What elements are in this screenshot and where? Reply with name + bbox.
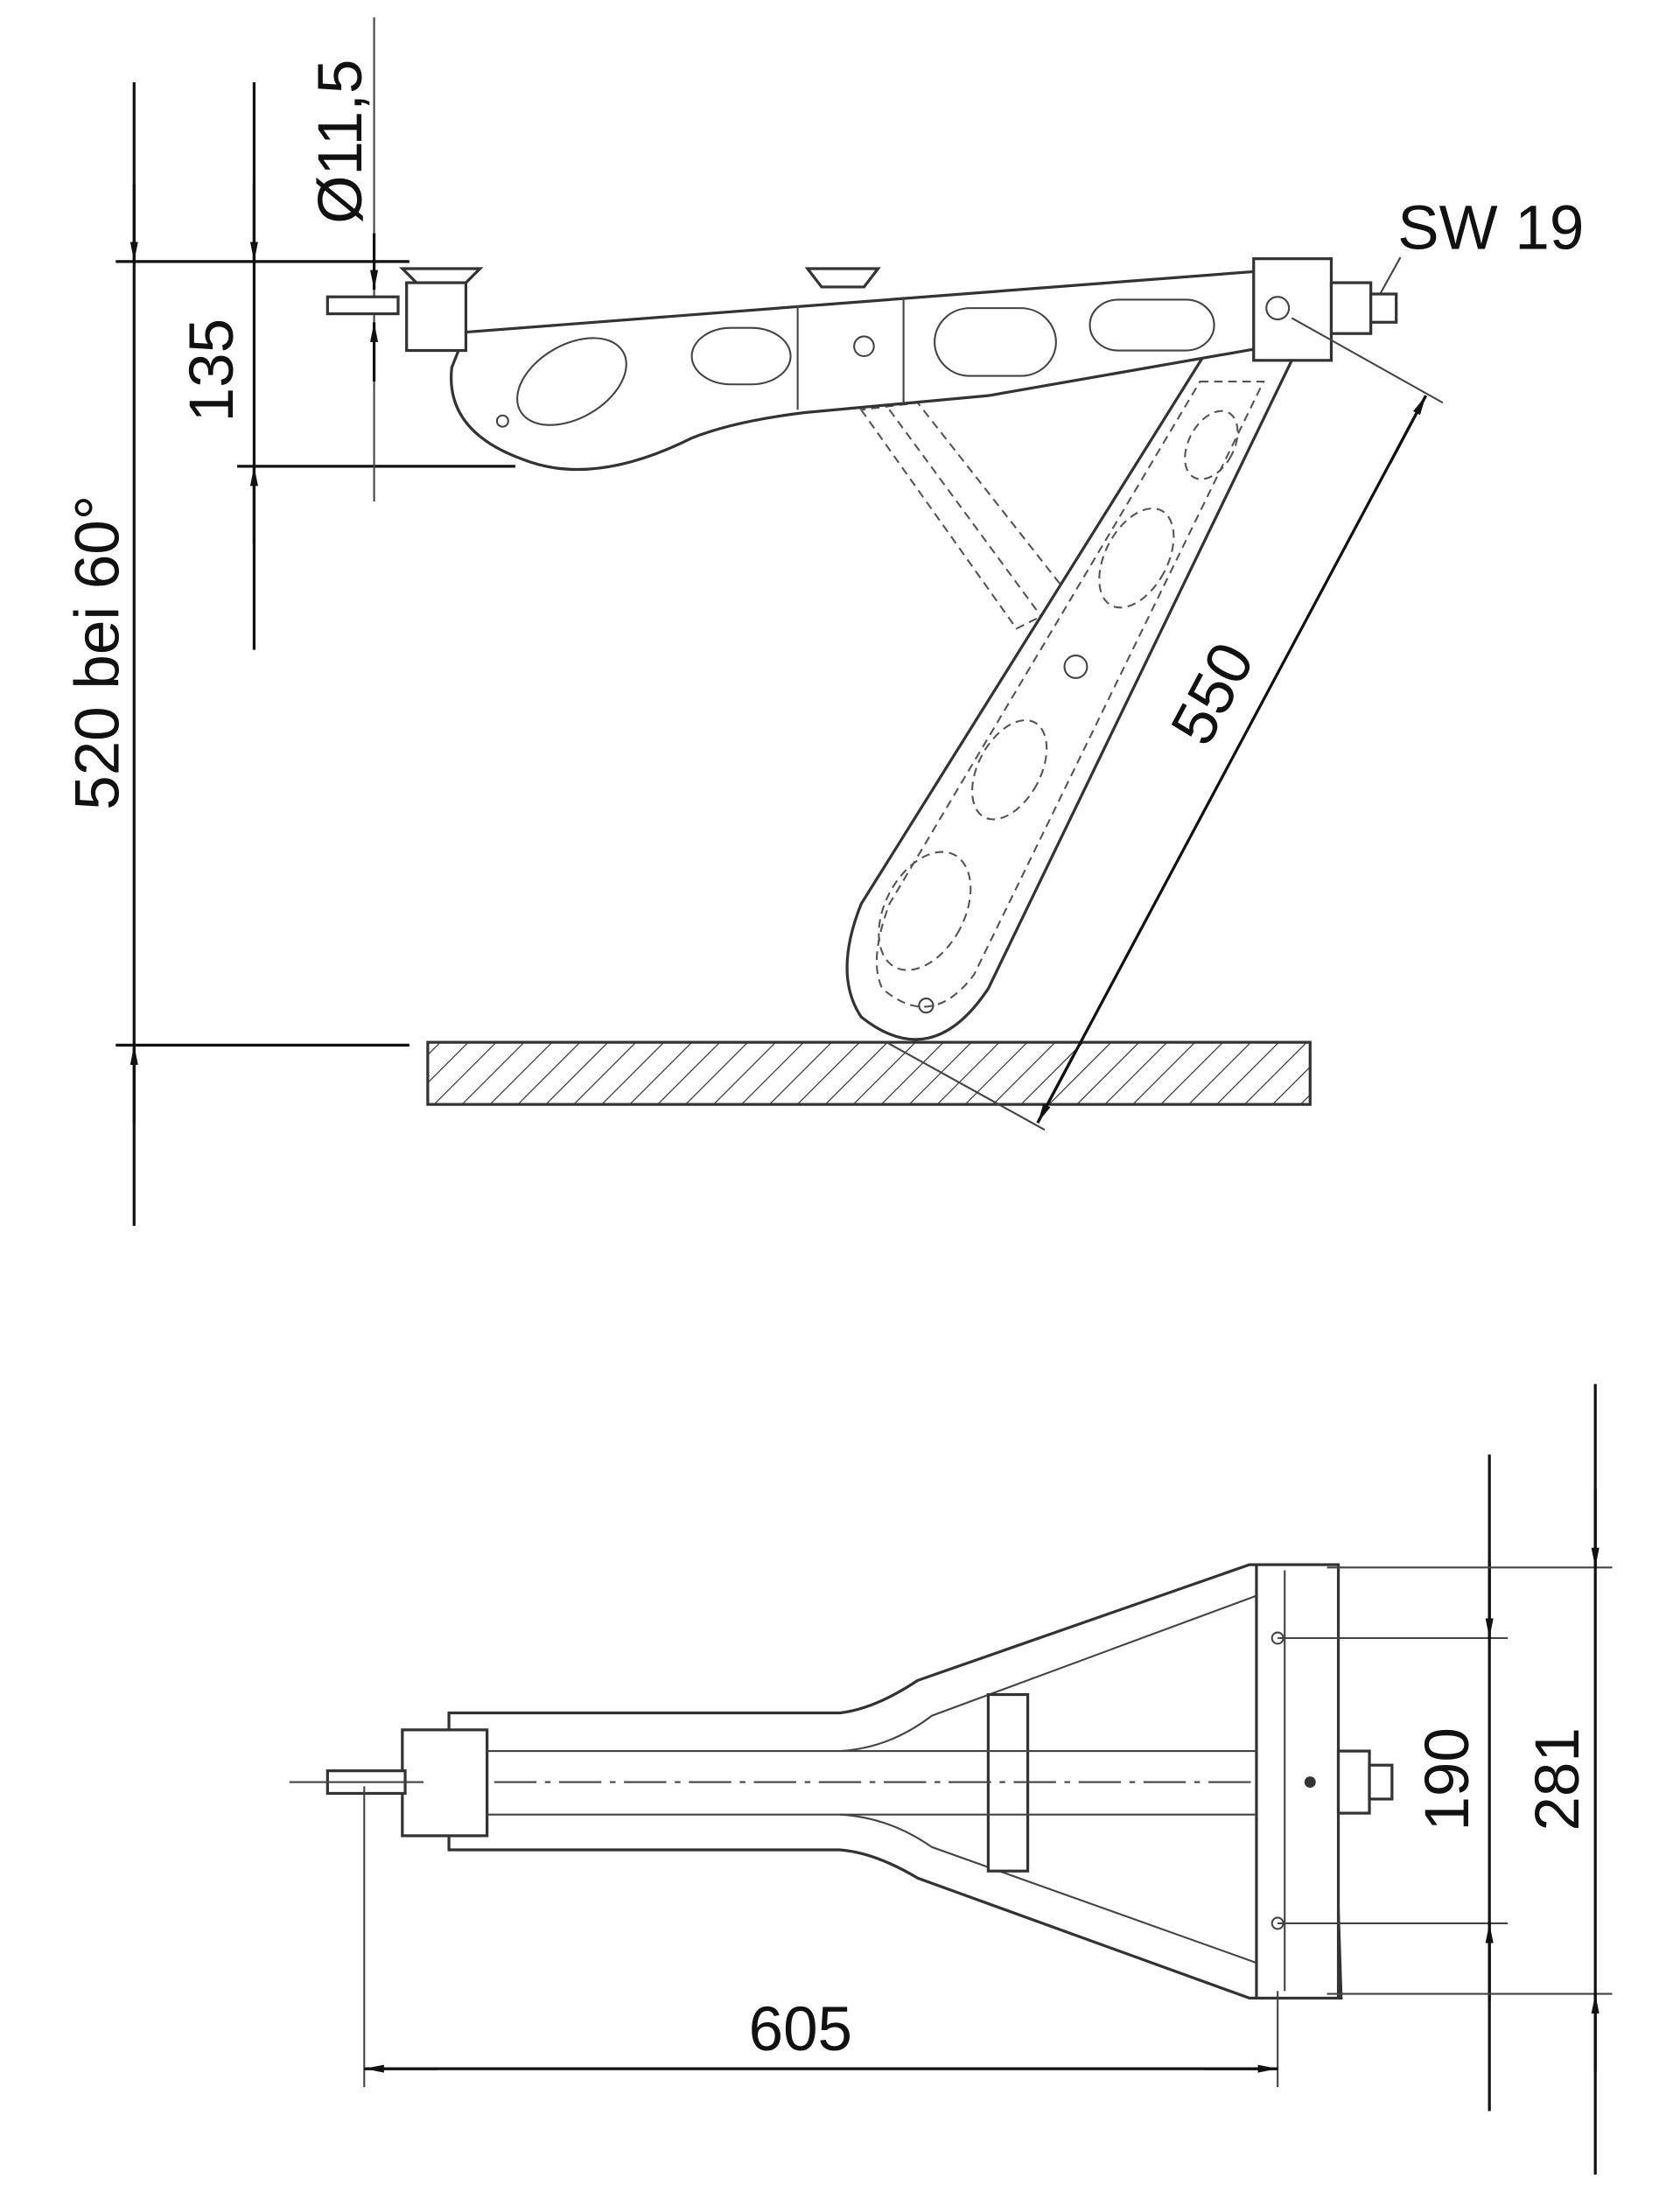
width-label: 281 bbox=[1523, 1727, 1592, 1831]
hole-spacing-label: 190 bbox=[1413, 1727, 1482, 1831]
offset-label: 135 bbox=[178, 319, 247, 422]
jack-arm bbox=[326, 257, 1398, 472]
support-strut bbox=[859, 402, 1074, 630]
top-view: 605 190 281 bbox=[289, 1383, 1613, 2175]
jack-frame-top bbox=[289, 1563, 1394, 2000]
length-label: 605 bbox=[749, 1995, 852, 2064]
dimension-width: 281 bbox=[1326, 1383, 1613, 2175]
dimension-hole-diameter: Ø11,5 bbox=[306, 17, 379, 502]
arm-length-label: 550 bbox=[1158, 632, 1267, 756]
total-height-label: 520 bei 60° bbox=[64, 495, 133, 810]
dimension-offset: 135 bbox=[178, 81, 515, 650]
ground-hatch bbox=[426, 1040, 1312, 1106]
dimension-hole-spacing: 190 bbox=[1278, 1454, 1508, 2111]
side-view: 520 bei 60° 135 Ø11,5 SW 19 bbox=[64, 17, 1584, 1226]
dimension-wrench-size: SW 19 bbox=[1371, 193, 1584, 309]
dimension-total-height: 520 bei 60° bbox=[64, 81, 410, 1226]
wrench-size-label: SW 19 bbox=[1397, 193, 1584, 263]
jack-leg bbox=[845, 337, 1294, 1041]
dimension-length: 605 bbox=[363, 1786, 1279, 2088]
hole-diameter-label: Ø11,5 bbox=[306, 60, 375, 224]
